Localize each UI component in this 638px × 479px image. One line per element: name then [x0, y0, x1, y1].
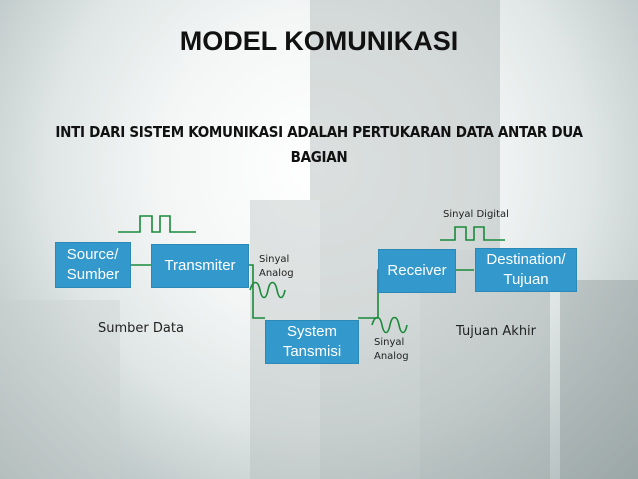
- destination-box-label: Destination/ Tujuan: [486, 251, 566, 288]
- transmitter-box-label: Transmiter: [164, 257, 236, 274]
- source-box: Source/ Sumber: [55, 242, 131, 288]
- system-box-label: System Tansmisi: [282, 323, 342, 360]
- system-transmission-box: System Tansmisi: [265, 320, 359, 364]
- sinyal-analog-right-line2: Analog: [374, 351, 409, 362]
- connector-system-receiver: [358, 269, 380, 319]
- destination-box: Destination/ Tujuan: [475, 248, 577, 292]
- receiver-box: Receiver: [378, 249, 456, 293]
- sinyal-digital-label: Sinyal Digital: [443, 209, 509, 220]
- sinyal-analog-label-right: Sinyal Analog: [374, 336, 409, 364]
- digital-pulse-right: [440, 226, 505, 241]
- tujuan-akhir-label: Tujuan Akhir: [456, 324, 537, 339]
- analog-wave-right: [371, 316, 408, 334]
- sinyal-analog-right-line1: Sinyal: [374, 337, 405, 348]
- sinyal-analog-left-line1: Sinyal: [259, 254, 290, 265]
- transmitter-box: Transmiter: [151, 244, 249, 288]
- slide-subtitle: INTI DARI SISTEM KOMUNIKASI ADALAH PERTU…: [55, 123, 583, 166]
- analog-wave-left: [249, 281, 286, 299]
- sinyal-analog-left-line2: Analog: [259, 268, 294, 279]
- source-box-label: Source/ Sumber: [66, 246, 120, 283]
- connector-transmitter-system: [248, 264, 265, 319]
- sumber-data-label: Sumber Data: [98, 321, 184, 336]
- digital-pulse-left: [118, 215, 196, 233]
- receiver-box-label: Receiver: [387, 262, 447, 279]
- sinyal-analog-label-left: Sinyal Analog: [259, 253, 294, 281]
- slide-title: MODEL KOMUNIKASI: [179, 26, 459, 56]
